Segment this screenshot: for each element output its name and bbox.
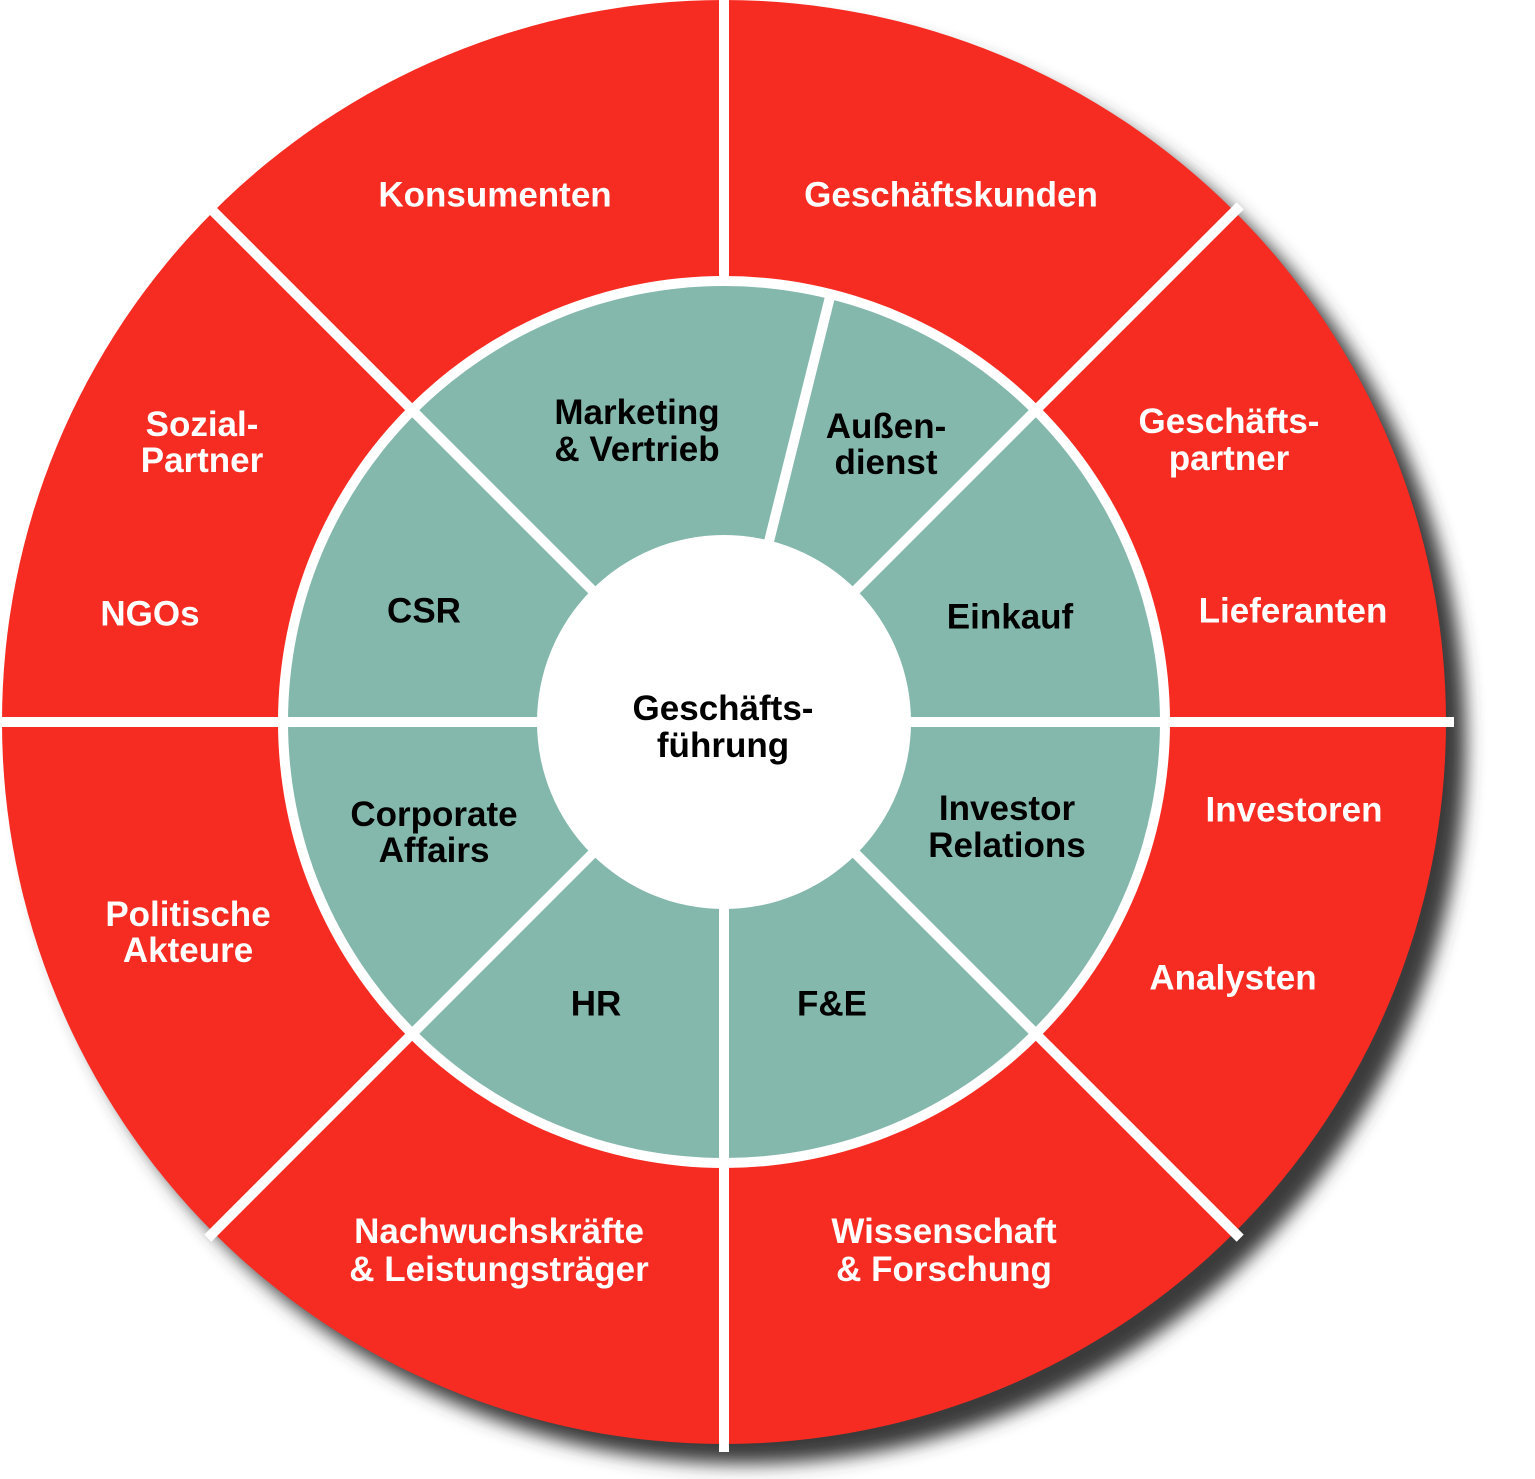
label-center-geschaeftsfuehrung: Geschäfts-führung: [633, 689, 814, 765]
middle-divider: [847, 845, 1041, 1039]
dividers: [0, 0, 1454, 1452]
center-circle: [537, 535, 911, 909]
label-geschaeftskunden: Geschäftskunden: [804, 176, 1098, 215]
label-nachwuchskraefte: Nachwuchskräfte& Leistungsträger: [349, 1212, 649, 1289]
outer-divider: [1031, 202, 1244, 415]
outer-divider: [1031, 1029, 1244, 1242]
label-einkauf: Einkauf: [947, 598, 1074, 637]
label-ngos: NGOs: [100, 595, 199, 634]
label-wissenschaft: Wissenschaft& Forschung: [831, 1212, 1057, 1289]
label-aussendienst: Außen-dienst: [826, 407, 947, 482]
label-konsumenten: Konsumenten: [378, 176, 611, 215]
label-marketing: Marketing& Vertrieb: [554, 393, 719, 469]
middle-divider: [762, 291, 836, 549]
middle-divider: [847, 405, 1041, 599]
label-investoren: Investoren: [1206, 791, 1383, 830]
label-analysten: Analysten: [1149, 959, 1316, 998]
outer-labels: Konsumenten Geschäftskunden Sozial-Partn…: [100, 176, 1387, 1289]
label-sozialpartner: Sozial-Partner: [141, 405, 264, 480]
label-hr: HR: [571, 985, 622, 1024]
middle-divider: [407, 405, 601, 599]
outer-divider: [204, 1029, 417, 1242]
label-fe: F&E: [797, 985, 867, 1024]
label-geschaeftspartner: Geschäfts-partner: [1139, 402, 1320, 478]
middle-labels: Marketing& Vertrieb Außen-dienst CSR Ein…: [350, 393, 1085, 1024]
outer-divider: [204, 202, 417, 415]
label-csr: CSR: [387, 592, 461, 631]
label-lieferanten: Lieferanten: [1199, 592, 1388, 631]
middle-divider: [407, 845, 601, 1039]
